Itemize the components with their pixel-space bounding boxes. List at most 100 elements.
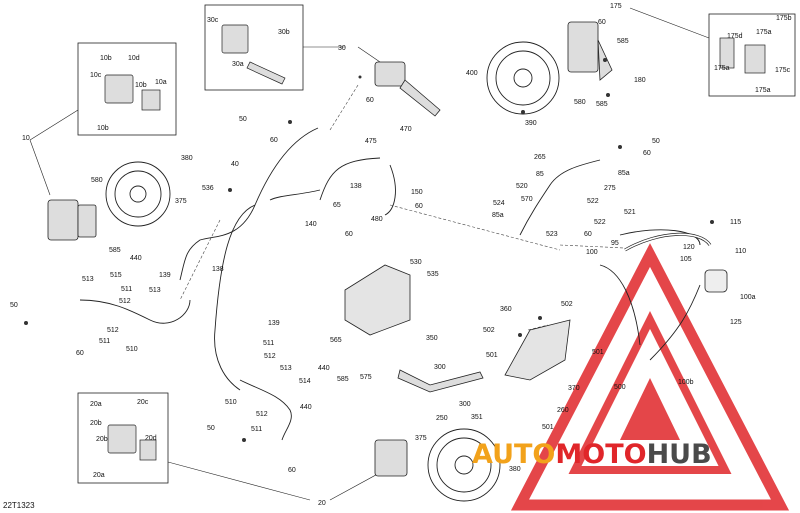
callout-140: 140 (305, 221, 317, 228)
brake-fluid-reservoir (704, 269, 728, 293)
callout-175c: 175c (775, 67, 791, 74)
watermark-logo (510, 243, 790, 511)
callout-260: 260 (557, 407, 569, 414)
callout-522-2: 522 (594, 219, 606, 226)
callout-139: 139 (159, 272, 171, 279)
callout-60-l: 60 (76, 350, 84, 357)
callout-85: 85 (536, 171, 544, 178)
callout-10b-2: 10b (135, 82, 147, 89)
callout-265: 265 (534, 154, 546, 161)
callout-521: 521 (624, 209, 636, 216)
fasteners (24, 58, 714, 442)
callout-501: 501 (486, 352, 498, 359)
callout-180: 180 (634, 77, 646, 84)
callout-20b-2: 20b (96, 436, 108, 443)
callout-10d: 10d (128, 55, 140, 62)
callout-514: 514 (299, 378, 311, 385)
callout-138-b: 138 (212, 266, 224, 273)
callout-139-b: 139 (268, 320, 280, 327)
callout-120: 120 (683, 244, 695, 251)
callout-100b: 100b (678, 379, 694, 386)
callout-580-r: 580 (574, 99, 586, 106)
callout-375-b: 375 (415, 435, 427, 442)
callout-20: 20 (318, 500, 326, 507)
callout-501-b: 501 (592, 349, 604, 356)
callout-60-r3: 60 (584, 231, 592, 238)
callout-60-m: 60 (415, 203, 423, 210)
callout-110: 110 (735, 248, 746, 255)
callout-510-b: 510 (225, 399, 237, 406)
diagram-code: 22T1323 (3, 501, 35, 510)
handlebar-master-cylinder (374, 61, 441, 117)
callout-513-b: 513 (149, 287, 161, 294)
callout-60-r2: 60 (643, 150, 651, 157)
callout-524: 524 (493, 200, 505, 207)
callout-30b: 30b (278, 29, 290, 36)
callout-360: 360 (500, 306, 512, 313)
callout-138-a: 138 (350, 183, 362, 190)
callout-85a: 85a (618, 170, 630, 177)
callout-20c: 20c (137, 399, 149, 406)
callout-351: 351 (471, 414, 483, 421)
callout-175b: 175b (776, 15, 792, 22)
inset-caliper-drawing-1 (104, 74, 161, 111)
callout-250: 250 (436, 415, 448, 422)
callout-501-c: 501 (542, 424, 554, 431)
callout-20d: 20d (145, 435, 157, 442)
callout-60-top: 60 (366, 97, 374, 104)
callout-10a: 10a (155, 79, 167, 86)
callout-350: 350 (426, 335, 438, 342)
callout-523: 523 (546, 231, 558, 238)
callout-380: 380 (181, 155, 193, 162)
callout-175a-3: 175a (755, 87, 771, 94)
abs-module (344, 264, 411, 336)
callout-60-m2: 60 (345, 231, 353, 238)
rear-master-bracket (504, 319, 571, 381)
callout-370: 370 (568, 385, 580, 392)
callout-275: 275 (604, 185, 616, 192)
callout-475: 475 (365, 138, 377, 145)
callout-100: 100 (586, 249, 598, 256)
callout-20a-2: 20a (93, 472, 105, 479)
callout-390: 390 (525, 120, 537, 127)
callout-565: 565 (330, 337, 342, 344)
callout-511: 511 (121, 286, 132, 293)
callout-175a-2: 175a (714, 65, 730, 72)
front-right-caliper (374, 439, 408, 477)
callout-300: 300 (434, 364, 446, 371)
callout-513: 513 (82, 276, 94, 283)
callout-115: 115 (730, 219, 741, 226)
inset-caliper-drawing-2 (107, 424, 157, 461)
callout-500: 500 (614, 384, 626, 391)
callout-50-r: 50 (652, 138, 660, 145)
callout-100a: 100a (740, 294, 756, 301)
callout-50-b: 50 (207, 425, 215, 432)
callout-440-b: 440 (318, 365, 330, 372)
callout-65: 65 (333, 202, 341, 209)
watermark-text: AUTOMOTOHUB (472, 439, 712, 470)
callout-510: 510 (126, 346, 138, 353)
callout-511-c: 511 (263, 340, 274, 347)
callout-175: 175 (610, 3, 622, 10)
callout-105: 105 (680, 256, 692, 263)
callout-512-b: 512 (107, 327, 119, 334)
callout-20a: 20a (90, 401, 102, 408)
callout-502-b: 502 (483, 327, 495, 334)
callout-570: 570 (521, 196, 533, 203)
callout-502: 502 (561, 301, 573, 308)
callout-50-l: 50 (10, 302, 18, 309)
brake-pedal (397, 369, 484, 393)
callout-10b-3: 10b (97, 125, 109, 132)
brake-lines (79, 127, 701, 441)
callout-512-c: 512 (264, 353, 276, 360)
callout-512: 512 (119, 298, 131, 305)
callout-20b: 20b (90, 420, 102, 427)
callout-515: 515 (110, 272, 122, 279)
inset-master-cylinder-drawing (221, 24, 286, 85)
watermark-hub: HUB (647, 439, 712, 470)
callout-400: 400 (466, 70, 478, 77)
callout-480: 480 (371, 216, 383, 223)
callout-85a-2: 85a (492, 212, 504, 219)
callout-585-r: 585 (617, 38, 629, 45)
callout-536: 536 (202, 185, 214, 192)
